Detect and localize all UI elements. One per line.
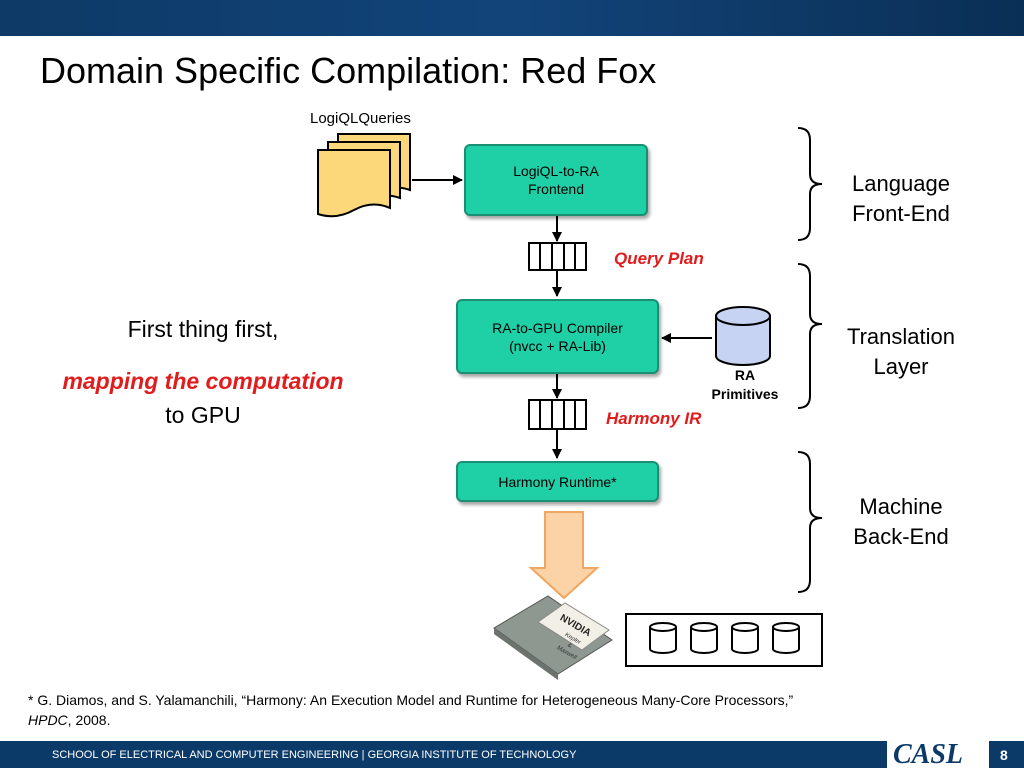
runtime-label: Harmony Runtime*	[498, 473, 617, 490]
down-arrow-icon	[528, 511, 600, 600]
compiler-line1: RA-to-GPU Compiler	[492, 319, 623, 336]
slide-title: Domain Specific Compilation: Red Fox	[40, 50, 657, 91]
footnote-venue: HPDC	[28, 712, 68, 728]
footnote-text: * G. Diamos, and S. Yalamanchili, “Harmo…	[28, 692, 794, 708]
query-plan-queue-icon	[528, 242, 587, 271]
database-icon	[715, 306, 771, 366]
machine-line1: Machine	[859, 494, 943, 519]
frontend-line1: LogiQL-to-RA	[513, 163, 599, 179]
language-line2: Front-End	[852, 201, 950, 226]
logiql-queries-label: LogiQLQueries	[310, 110, 411, 127]
casl-logo: CASL	[893, 739, 964, 768]
ra-primitives-label: RA Primitives	[695, 366, 795, 404]
gpu-chip-image: NVIDIA Kepler & Maxwell	[493, 595, 613, 680]
translation-layer-label: Translation Layer	[826, 322, 976, 382]
compiler-line2: (nvcc + RA-Lib)	[509, 337, 606, 354]
harmony-ir-label: Harmony IR	[606, 409, 702, 428]
ra-gpu-compiler-box: RA-to-GPU Compiler (nvcc + RA-Lib)	[456, 299, 659, 374]
translation-line1: Translation	[846, 324, 955, 349]
casl-logo-background	[887, 741, 989, 768]
ra-primitives-line2: Primitives	[711, 386, 779, 402]
query-plan-label: Query Plan	[614, 249, 704, 268]
machine-line2: Back-End	[853, 524, 949, 549]
left-text-line3: to GPU	[165, 402, 241, 428]
ra-primitives-line1: RA	[734, 367, 756, 383]
language-frontend-label: Language Front-End	[826, 169, 976, 229]
brace-machine	[797, 451, 823, 593]
language-line1: Language	[852, 171, 950, 196]
footer-school-text: SCHOOL OF ELECTRICAL AND COMPUTER ENGINE…	[52, 749, 577, 761]
translation-line2: Layer	[873, 354, 929, 379]
machine-backend-label: Machine Back-End	[826, 492, 976, 552]
page-number: 8	[1000, 747, 1008, 763]
storage-array-icon	[625, 613, 823, 667]
compilation-diagram: NVIDIA Kepler & Maxwell	[317, 127, 823, 680]
left-text-line1: First thing first,	[127, 316, 279, 342]
brace-translation	[797, 263, 823, 409]
document-stack-icon	[317, 133, 411, 218]
frontend-line2: Frontend	[527, 181, 585, 197]
svg-text:&: &	[566, 643, 572, 650]
footnote: * G. Diamos, and S. Yalamanchili, “Harmo…	[28, 690, 1008, 730]
header-bar	[0, 0, 1024, 36]
footnote-year: , 2008.	[67, 712, 111, 728]
logiql-frontend-box: LogiQL-to-RA Frontend	[464, 144, 648, 216]
harmony-ir-queue-icon	[528, 399, 587, 430]
harmony-runtime-box: Harmony Runtime*	[456, 461, 659, 502]
left-text-emphasis: mapping the computation	[62, 368, 344, 394]
footer-bar	[0, 741, 1024, 768]
brace-language	[797, 127, 823, 241]
